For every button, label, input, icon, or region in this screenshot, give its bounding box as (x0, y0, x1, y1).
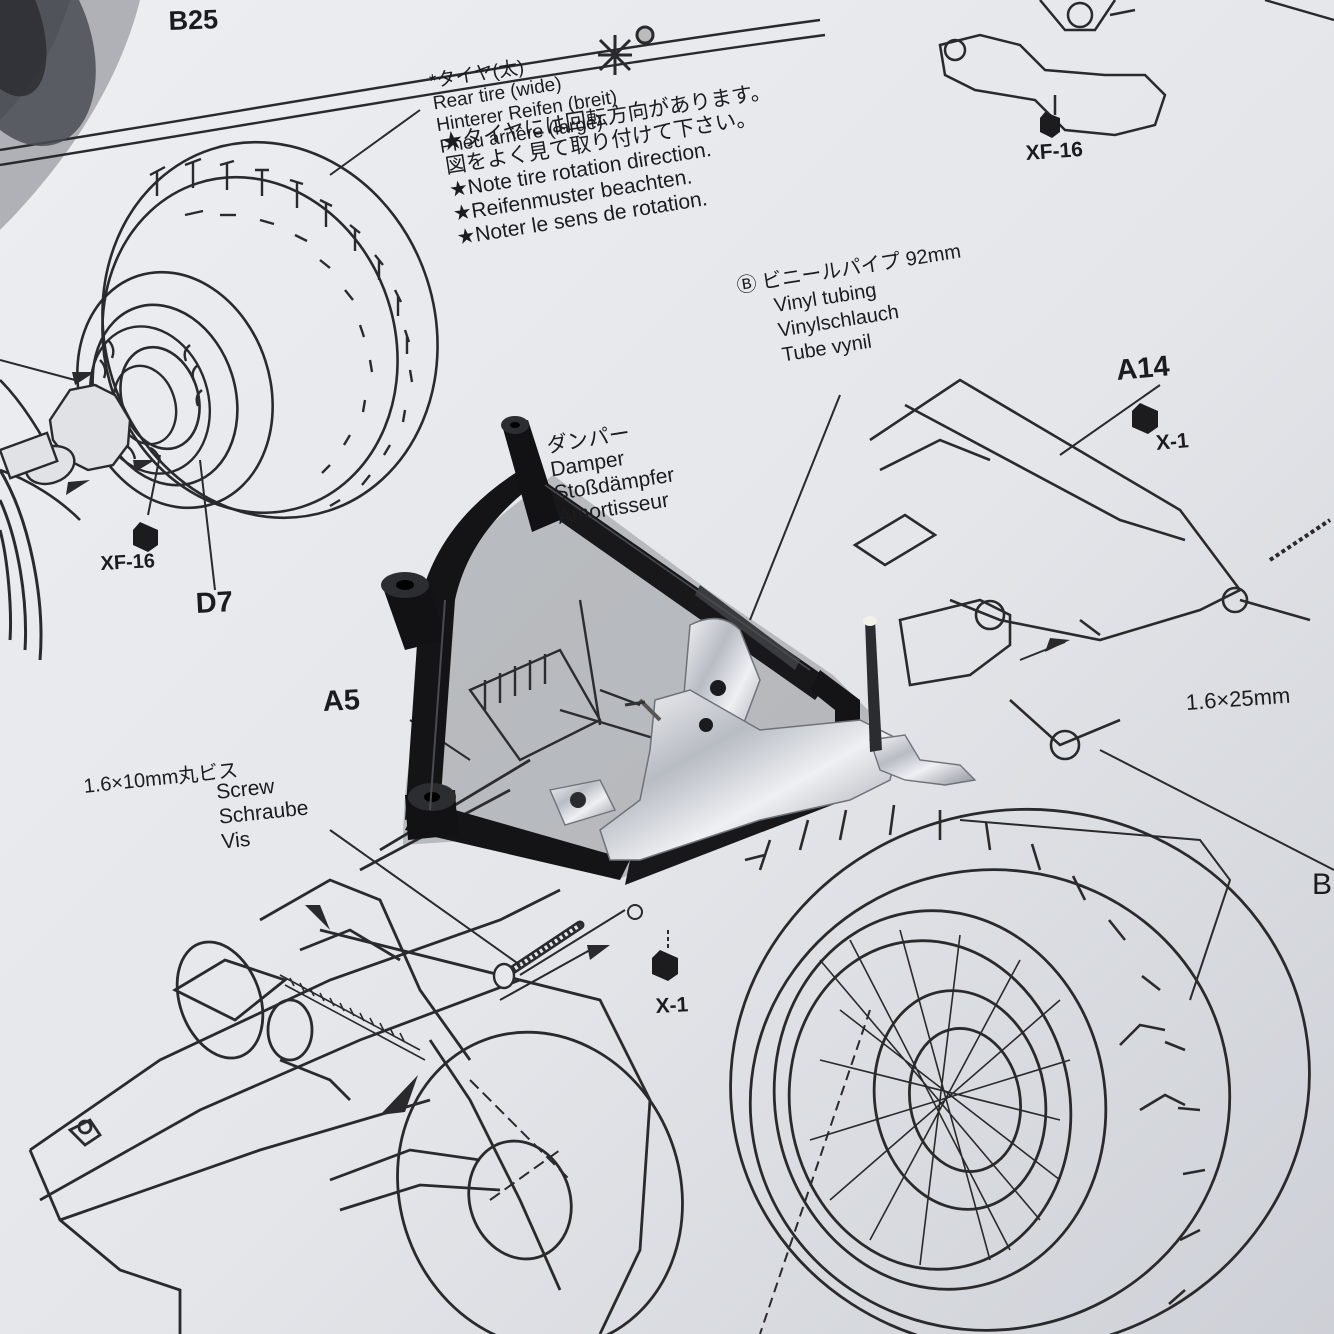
tire-tread-pattern (149, 157, 414, 508)
paint-marker-xf16-top (1040, 112, 1060, 138)
swing-arm-drawing (852, 378, 1311, 761)
metal-pin (863, 616, 882, 752)
leader-line-tire (329, 109, 421, 176)
part-number-a5: A5 (322, 684, 361, 718)
paint-code-xf16-top: XF-16 (1025, 138, 1084, 165)
paint-marker-x1-bottom (652, 950, 678, 981)
leader-line-screw (329, 829, 521, 966)
assembly-arrows-bottom (305, 905, 610, 1115)
paint-code-x1-right: X-1 (1155, 429, 1190, 455)
edge-part-letter: B (1312, 868, 1333, 901)
screw-name-label: Screw Schraube Vis (215, 771, 312, 855)
frame-assembly-drawing (28, 758, 684, 1334)
wheel-spokes (809, 929, 1071, 1266)
paint-code-xf16-left: XF-16 (100, 550, 156, 575)
bracket-part-drawing (938, 0, 1167, 137)
chrome-bracket-part (549, 617, 977, 861)
front-wheel-edge-drawing (0, 469, 43, 661)
sprocket-drawing (0, 383, 132, 486)
leader-line-a14 (1059, 384, 1161, 456)
leader-line-vinyl (749, 394, 841, 621)
dashed-line-axle (759, 1009, 871, 1334)
screw-drawing (492, 920, 585, 990)
damper-drawing (468, 599, 661, 762)
bottom-wheel-drawing (729, 807, 1311, 1334)
paint-marker-xf16-left (133, 522, 158, 552)
leader-line-b (1099, 749, 1334, 871)
paint-marker-x1-right (1132, 403, 1158, 434)
part-number-b25: B25 (168, 4, 219, 36)
panel-divider-lines (0, 0, 1334, 167)
paint-icon (598, 25, 655, 75)
photo-dark-object (0, 0, 96, 147)
assembly-arrows-left (66, 372, 155, 495)
part-number-d7: D7 (195, 586, 234, 620)
bottom-tire-tread (744, 804, 1206, 1305)
part-number-a14: A14 (1115, 350, 1171, 387)
paint-code-x1-bottom: X-1 (655, 993, 689, 1018)
screw-long-right (1268, 518, 1332, 562)
drive-belt-drawing (279, 974, 426, 1061)
damper-label: ダンパー Damper Stoßdämpfer Amortisseur (545, 416, 680, 530)
leader-lines-left (0, 359, 216, 591)
